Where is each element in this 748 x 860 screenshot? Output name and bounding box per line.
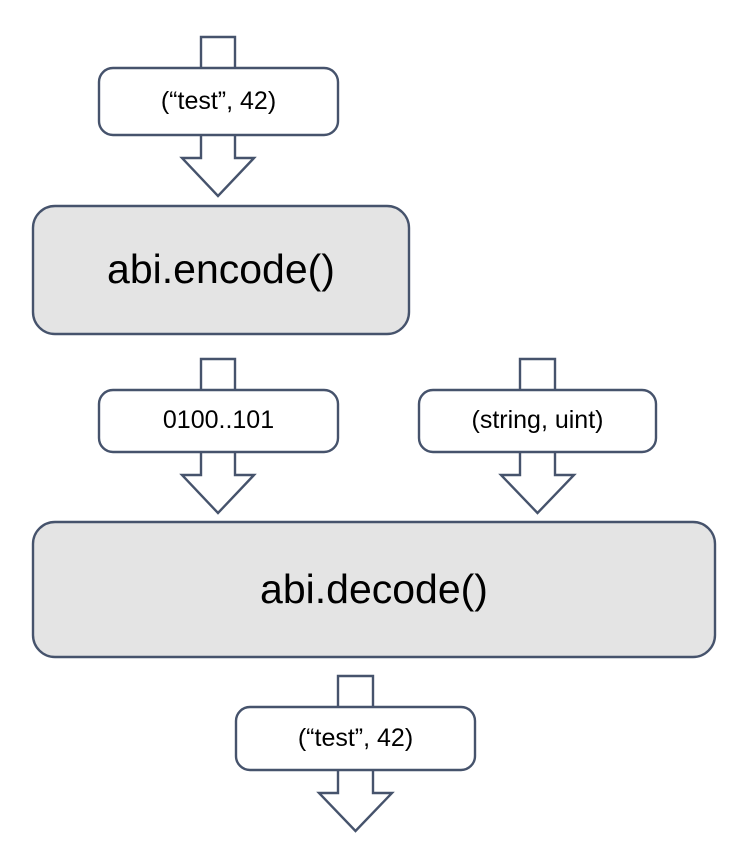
connector-stub-into-output-tuple bbox=[336, 674, 375, 708]
node-input-tuple bbox=[97, 66, 340, 137]
connector-stub-into-input-tuple bbox=[199, 35, 237, 69]
node-encoded-bytes bbox=[97, 388, 340, 454]
connector-arrow-encoded-to-decode bbox=[179, 452, 257, 515]
connector-stub-into-encoded-bytes bbox=[199, 357, 237, 391]
node-type-tuple bbox=[417, 388, 658, 454]
connectors-layer bbox=[179, 35, 577, 833]
node-abi-encode bbox=[31, 204, 411, 336]
connector-arrow-out-of-output-tuple bbox=[316, 770, 395, 833]
connector-arrow-types-to-decode bbox=[498, 452, 577, 515]
node-abi-decode bbox=[31, 520, 717, 659]
connector-stub-into-type-tuple bbox=[518, 357, 557, 391]
node-output-tuple bbox=[234, 705, 477, 772]
nodes-layer bbox=[31, 66, 717, 772]
connector-arrow-input-to-encode bbox=[179, 135, 257, 198]
